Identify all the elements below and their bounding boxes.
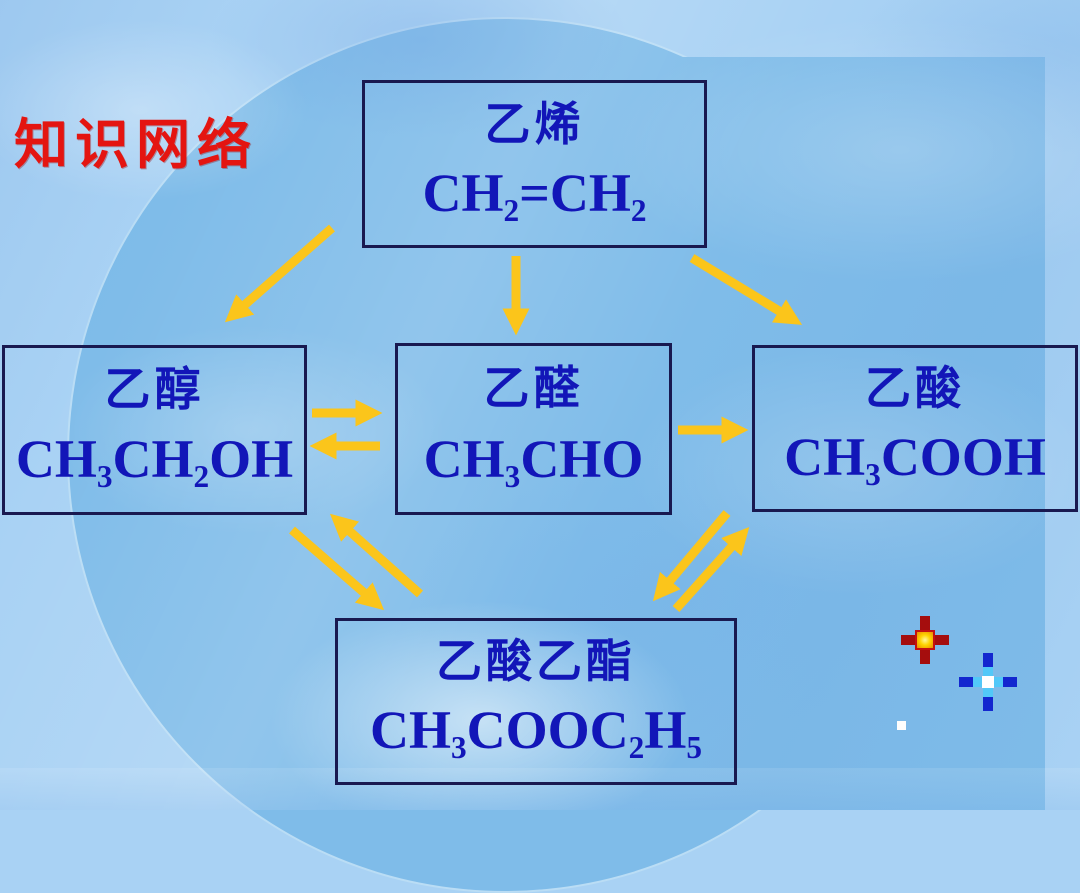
node-ethanol: 乙醇 CH3CH2OH (2, 345, 307, 515)
arrow-ethylene-to-ethanol (224, 224, 335, 323)
node-ethylene-formula: CH2=CH2 (422, 163, 647, 229)
arrow-layer (224, 224, 803, 612)
slide-title: 知识网络 (14, 115, 258, 175)
node-acetaldehyde-name: 乙醛 (483, 362, 584, 414)
node-acetaldehyde: 乙醛 CH3CHO (395, 343, 672, 515)
node-ethyl-acetate-name: 乙酸乙酯 (436, 636, 636, 688)
arrow-ethanol-to-ethyl_acetate (289, 526, 385, 611)
arrow-ethyl_acetate-to-ethanol (329, 513, 423, 598)
node-ethyl-acetate: 乙酸乙酯 CH3COOC2H5 (335, 618, 737, 785)
arrow-acetic_acid-to-ethyl_acetate (652, 510, 731, 602)
node-acetic-acid-name: 乙酸 (865, 363, 965, 415)
node-ethyl-acetate-formula: CH3COOC2H5 (370, 700, 702, 766)
node-acetic-acid-formula: CH3COOH (784, 427, 1046, 493)
arrow-ethylene-to-acetic_acid (689, 254, 803, 325)
node-ethanol-name: 乙醇 (104, 364, 205, 416)
node-ethanol-formula: CH3CH2OH (15, 429, 294, 495)
node-ethylene: 乙烯 CH2=CH2 (362, 80, 707, 248)
node-ethylene-name: 乙烯 (484, 98, 585, 150)
arrow-ethyl_acetate-to-acetic_acid (672, 526, 750, 612)
node-acetaldehyde-formula: CH3CHO (423, 428, 644, 494)
node-acetic-acid: 乙酸 CH3COOH (752, 345, 1078, 512)
